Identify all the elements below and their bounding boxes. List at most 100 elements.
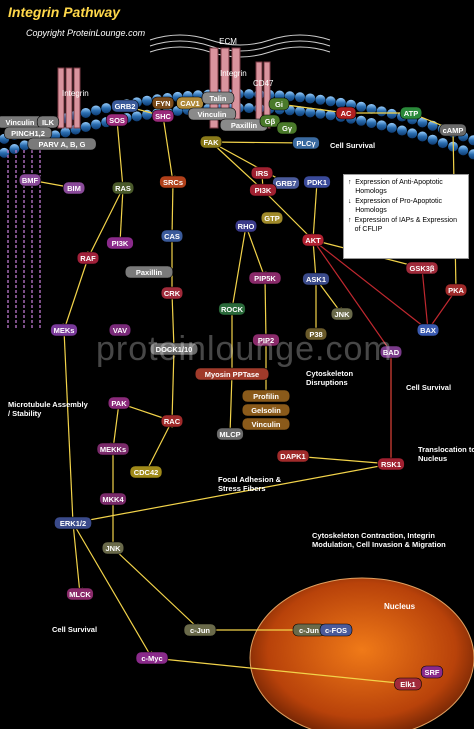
membrane-bead: [417, 131, 428, 142]
node-shape: [108, 323, 132, 337]
node-fyn: FYN: [151, 96, 175, 110]
edge-gi-ac: [278, 103, 348, 116]
membrane-bead: [101, 103, 112, 114]
outcome-cell-survival-3: Cell Survival: [52, 625, 97, 634]
node-label: AC: [341, 109, 352, 118]
edge-ras-pi3k-l: [116, 187, 124, 245]
membrane-bead: [315, 108, 326, 119]
node-label: JNK: [105, 544, 121, 553]
node-shape: [27, 137, 97, 151]
node-shape: [194, 367, 270, 381]
node-cdc42: CDC42: [129, 465, 163, 479]
node-rock: ROCK: [218, 302, 246, 316]
node-shape: [149, 342, 199, 356]
node-label: Profilin: [253, 392, 279, 401]
node-label: GRB2: [115, 102, 136, 111]
node-label: Gγ: [282, 124, 293, 133]
node-label: Vinculin: [5, 118, 34, 127]
node-shape: [159, 175, 187, 189]
edge-fak-plc: [210, 139, 308, 147]
node-label: CAV1: [180, 99, 199, 108]
node-label: PAK: [111, 399, 127, 408]
node-shape: [66, 587, 94, 601]
node-shape: [379, 345, 403, 359]
edge-cmyc-elk1: [151, 657, 410, 687]
node-jnk-c: JNK: [330, 307, 354, 321]
membrane-bead: [356, 115, 367, 126]
membrane-bead: [305, 93, 316, 104]
node-rsk1: RSK1: [377, 457, 405, 471]
node-ilk: ILK: [36, 115, 60, 129]
node-jnk-l: JNK: [101, 541, 125, 555]
edge-jnk-l-cjun-l: [112, 547, 201, 631]
node-label: PIP2: [258, 336, 274, 345]
node-shape: [302, 272, 330, 286]
edge-erk-rsk1: [72, 461, 393, 524]
node-label: ATP: [404, 109, 418, 118]
node-shape: [160, 229, 184, 243]
node-shape: [439, 123, 467, 137]
node-label: GRB7: [276, 179, 297, 188]
node-label: c-Jun: [190, 626, 210, 635]
node-gg: Gγ: [276, 121, 298, 135]
node-shape: [151, 96, 175, 110]
node-dock: DOCK1/10: [149, 342, 199, 356]
node-mlcp: MLCP: [216, 427, 244, 441]
node-label: CRK: [164, 289, 181, 298]
edge-meks-erk: [63, 329, 77, 525]
node-label: JNK: [334, 310, 350, 319]
membrane-bead: [376, 106, 387, 117]
node-pi3k-l: PI3K: [106, 236, 134, 250]
membrane-bead: [9, 144, 20, 155]
node-shape: [405, 261, 439, 275]
node-mlck: MLCK: [66, 587, 94, 601]
node-rho: RHO: [234, 219, 258, 233]
node-cas: CAS: [160, 229, 184, 243]
node-label: PDK1: [307, 178, 327, 187]
inhibit-akt-bad: [312, 239, 396, 356]
node-p38: P38: [304, 327, 328, 341]
node-label: c-Jun: [299, 626, 319, 635]
node-label: RAC: [164, 417, 181, 426]
membrane-bead: [295, 92, 305, 103]
node-label: c-Myc: [141, 654, 162, 663]
edge-cdc42-rac: [145, 419, 173, 473]
edge-shc-srcs: [162, 115, 176, 184]
copyright-text: Copyright ProteinLounge.com: [26, 28, 146, 38]
membrane-bead: [407, 128, 418, 139]
node-pdk1: PDK1: [303, 175, 331, 189]
node-bad: BAD: [379, 345, 403, 359]
node-label: ERK1/2: [60, 519, 86, 528]
node-ask1: ASK1: [302, 272, 330, 286]
node-label: FYN: [156, 99, 171, 108]
edge-myosin-mlcp: [226, 373, 234, 436]
node-label: RSK1: [381, 460, 401, 469]
node-shape: [151, 109, 175, 123]
node-label: ASK1: [306, 275, 326, 284]
membrane-bead: [458, 145, 469, 156]
nucleus-shape: [249, 577, 474, 729]
node-cmyc: c-Myc: [135, 651, 169, 665]
node-pip2: PIP2: [252, 333, 280, 347]
node-label: Paxillin: [136, 268, 163, 277]
node-gsk3b: GSK3β: [405, 261, 439, 275]
inhibit-gsk3b-bax: [421, 267, 433, 332]
node-label: BAD: [383, 348, 400, 357]
node-label: CAS: [164, 232, 180, 241]
node-grb2: GRB2: [111, 99, 139, 113]
edge-akt-ask1: [311, 239, 320, 281]
diagram-title: Integrin Pathway: [8, 4, 121, 20]
node-pi3k-c: PI3K: [249, 183, 277, 197]
node-label: IRS: [256, 169, 269, 178]
edge-pak-mekks: [110, 402, 120, 451]
node-mkk4: MKK4: [99, 492, 127, 506]
integrin-left-receptor: [57, 67, 81, 129]
node-shape: [250, 166, 274, 180]
node-ras: RAS: [111, 181, 135, 195]
membrane-bead: [315, 94, 326, 105]
node-shape: [241, 417, 291, 431]
node-cjun-l: c-Jun: [183, 623, 217, 637]
watermark: proteinlounge.com: [96, 330, 393, 368]
